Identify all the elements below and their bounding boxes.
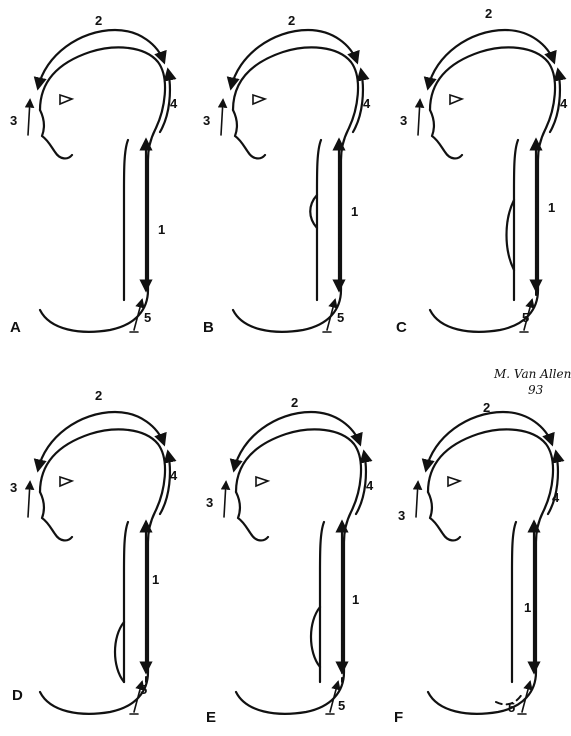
label-3: 3 [400,113,407,128]
panel-letter: D [12,687,23,704]
bulge-outline [507,200,515,270]
artist-signature: M. Van Allen 93 [493,367,571,397]
label-3: 3 [398,508,405,523]
label-5: 5 [140,682,147,697]
panel-E: 2 3 4 1 5 E [206,395,374,726]
label-1: 1 [158,222,165,237]
svg-text:M. Van Allen: M. Van Allen [493,367,571,381]
bulge-outline [115,622,124,682]
label-2: 2 [483,400,490,415]
label-4: 4 [366,478,374,493]
label-5: 5 [338,698,345,713]
label-2: 2 [95,13,102,28]
panel-F: 2 3 4 1 5 F [394,400,560,726]
label-1: 1 [352,592,359,607]
label-3: 3 [10,480,17,495]
label-5: 5 [508,700,515,715]
panel-A: 2 3 4 1 5 A [10,13,178,336]
label-1: 1 [152,572,159,587]
panel-letter: C [396,319,407,336]
panel-B: 2 3 4 1 5 B [203,13,371,336]
label-2: 2 [291,395,298,410]
panel-letter: A [10,319,21,336]
label-2: 2 [95,388,102,403]
label-3: 3 [203,113,210,128]
label-2: 2 [288,13,295,28]
label-5: 5 [337,310,344,325]
label-4: 4 [170,468,178,483]
panel-D: 2 3 4 1 5 D [10,388,178,714]
panel-letter: E [206,709,216,726]
bulge-outline [311,607,320,667]
label-1: 1 [524,600,531,615]
label-2: 2 [485,6,492,21]
label-1: 1 [548,200,555,215]
label-5: 5 [522,310,529,325]
label-3: 3 [206,495,213,510]
svg-text:93: 93 [528,383,544,397]
panel-C: 2 3 4 1 5 C [396,6,568,336]
label-1: 1 [351,204,358,219]
label-4: 4 [560,96,568,111]
label-4: 4 [363,96,371,111]
panel-letter: F [394,709,403,726]
label-5: 5 [144,310,151,325]
panel-letter: B [203,319,214,336]
label-4: 4 [552,490,560,505]
label-3: 3 [10,113,17,128]
label-4: 4 [170,96,178,111]
